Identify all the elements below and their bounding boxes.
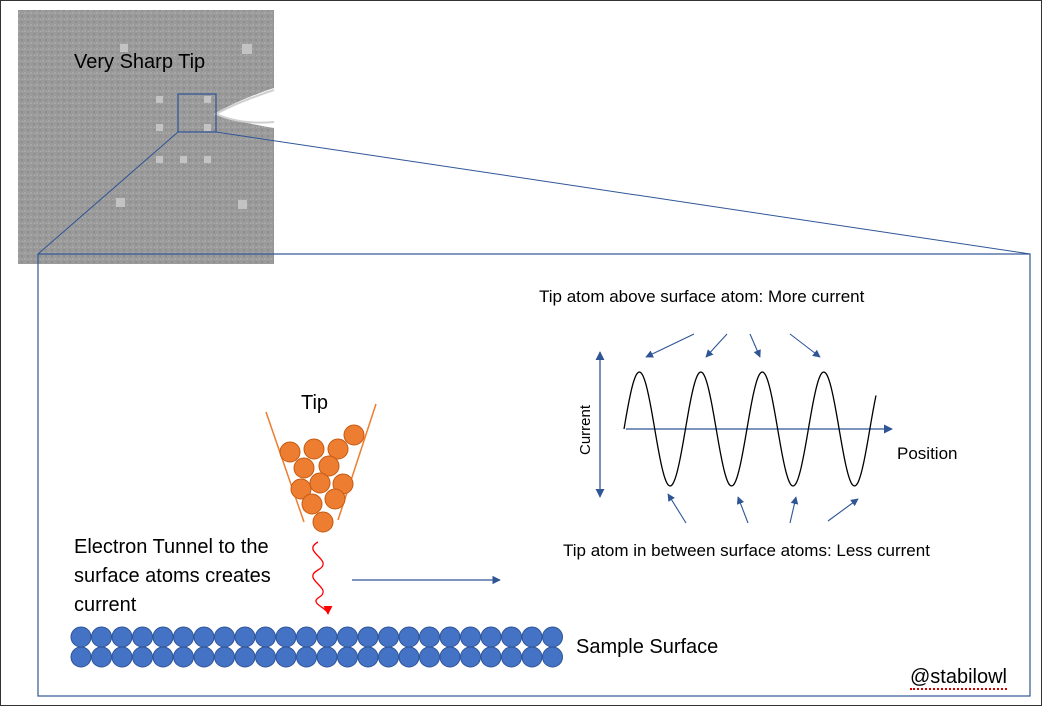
surface-atom: [152, 626, 174, 648]
surface-atom: [439, 626, 461, 648]
tip-atom: [324, 488, 346, 510]
surface-atom: [480, 646, 502, 668]
tip-atom: [279, 441, 301, 463]
tip-atom: [327, 438, 349, 460]
surface-atom: [501, 646, 522, 668]
surface-atom: [111, 646, 133, 668]
peak-pointer-3: [749, 333, 761, 358]
zoom-connector-right: [215, 131, 1031, 255]
surface-atom: [337, 626, 358, 648]
surface-atom: [521, 626, 543, 648]
surface-atom: [296, 626, 317, 648]
tip-atom: [301, 493, 323, 515]
surface-atom: [521, 646, 543, 668]
surface-atom: [419, 646, 440, 668]
tip-atoms: [279, 424, 365, 533]
between-atoms-label: Tip atom in between surface atoms: Less …: [563, 541, 930, 560]
surface-atom: [296, 646, 317, 668]
surface-atom: [193, 646, 215, 668]
surface-atom: [234, 646, 256, 668]
surface-atom: [378, 626, 399, 648]
surface-atom: [70, 626, 92, 648]
surface-atom: [439, 646, 461, 668]
zoom-region-box: [177, 93, 217, 133]
tip-atom: [303, 438, 325, 460]
tip-atom: [318, 455, 340, 477]
surface-atom: [480, 626, 502, 648]
surface-atom: [460, 646, 481, 668]
tip-atom: [343, 424, 365, 446]
credit-label: @stabilowl: [910, 666, 1008, 690]
tip-cone-left: [265, 411, 305, 523]
surface-atom: [173, 646, 194, 668]
surface-atom: [255, 626, 276, 648]
surface-atom: [70, 646, 92, 668]
tip-label: Tip: [301, 392, 329, 414]
above-atom-label: Tip atom above surface atom: More curren…: [539, 287, 865, 306]
surface-atom: [91, 626, 112, 648]
tip-atom: [309, 472, 331, 494]
detail-panel-frame: [37, 253, 1031, 697]
surface-atom: [214, 626, 235, 648]
peak-pointer-4: [789, 333, 821, 358]
trough-pointer-2: [736, 496, 749, 524]
tip-atom: [312, 511, 334, 533]
surface-atom: [255, 646, 276, 668]
trough-pointer-4: [827, 498, 859, 522]
surface-atom: [132, 626, 153, 648]
tip-title-label: Very Sharp Tip: [74, 51, 206, 73]
surface-atom: [542, 626, 563, 648]
y-axis-label: Current: [577, 404, 594, 455]
surface-atom: [132, 646, 153, 668]
peak-pointer-1: [645, 333, 695, 358]
tip-atom: [290, 478, 312, 500]
peak-pointer-2: [705, 333, 728, 358]
surface-atom: [357, 626, 379, 648]
surface-atom: [316, 626, 338, 648]
tunnel-label: Electron Tunnel to the surface atoms cre…: [74, 536, 271, 616]
surface-atom: [91, 646, 112, 668]
credit-text: @stabilowl: [910, 666, 1008, 690]
x-axis-label: Position: [897, 444, 958, 463]
tunnel-arrow: [312, 541, 333, 615]
surface-atom: [398, 646, 420, 668]
surface-atom: [378, 646, 399, 668]
surface-atom: [234, 626, 256, 648]
sample-surface-atoms: [70, 626, 563, 668]
tip-atom: [293, 457, 315, 479]
surface-atom: [501, 626, 522, 648]
surface-atom: [214, 646, 235, 668]
surface-atom: [337, 646, 358, 668]
trough-pointer-3: [789, 496, 799, 524]
surface-atom: [275, 646, 297, 668]
micrograph-image: [18, 10, 275, 264]
surface-atom: [111, 626, 133, 648]
trough-pointer-1: [667, 493, 687, 524]
surface-atom: [419, 626, 440, 648]
surface-atom: [173, 626, 194, 648]
surface-atom: [460, 626, 481, 648]
sample-surface-label: Sample Surface: [576, 636, 719, 658]
surface-atom: [316, 646, 338, 668]
surface-atom: [193, 626, 215, 648]
zoom-connector-left: [37, 131, 179, 255]
surface-atom: [275, 626, 297, 648]
surface-atom: [542, 646, 563, 668]
current-wave: [623, 371, 877, 487]
surface-atom: [398, 626, 420, 648]
surface-atom: [152, 646, 174, 668]
surface-atom: [357, 646, 379, 668]
